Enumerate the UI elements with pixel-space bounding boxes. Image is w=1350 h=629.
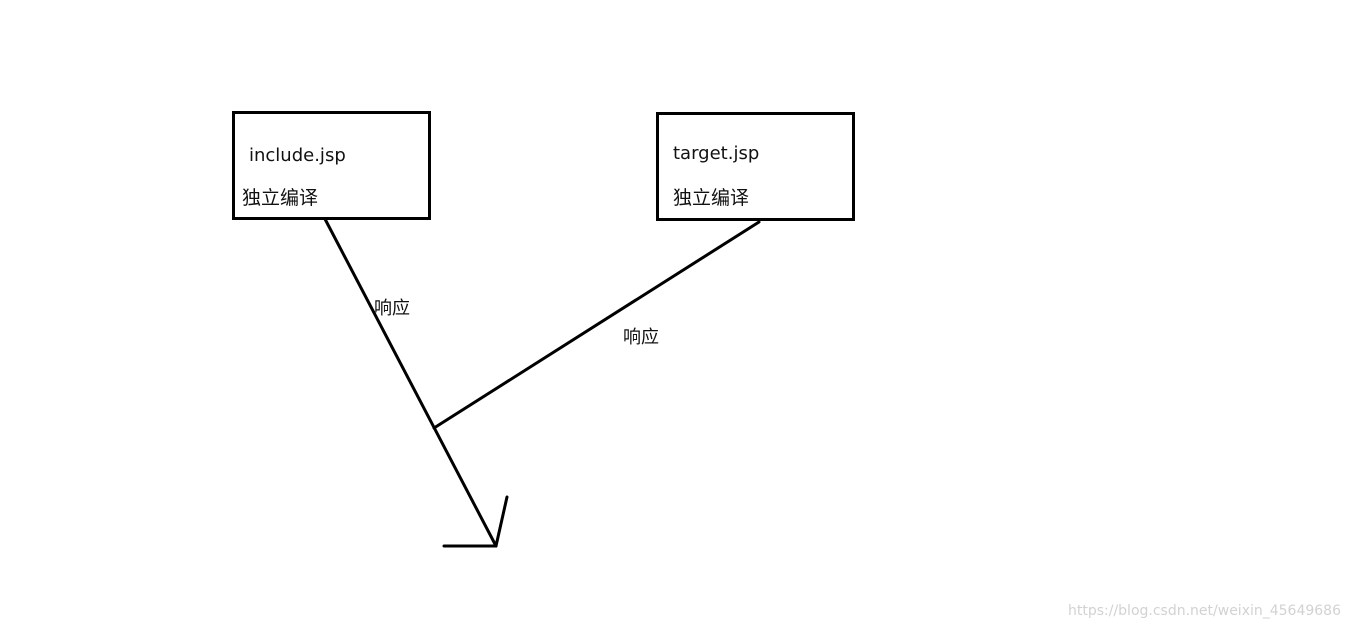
node-include-box: include.jsp 独立编译 — [232, 111, 431, 220]
watermark-text: https://blog.csdn.net/weixin_45649686 — [1067, 603, 1341, 619]
node-include-subtitle: 独立编译 — [242, 187, 319, 209]
node-include-title: include.jsp — [249, 145, 346, 166]
edge-include-label: 响应 — [374, 298, 410, 319]
edge-include-line — [323, 217, 498, 548]
node-target-subtitle: 独立编译 — [673, 187, 750, 209]
arrowhead-right-stroke — [494, 495, 509, 548]
node-target-box: target.jsp 独立编译 — [656, 112, 855, 221]
node-target-title: target.jsp — [673, 143, 760, 164]
edge-target-line — [432, 220, 761, 430]
edge-target-label: 响应 — [623, 327, 659, 348]
